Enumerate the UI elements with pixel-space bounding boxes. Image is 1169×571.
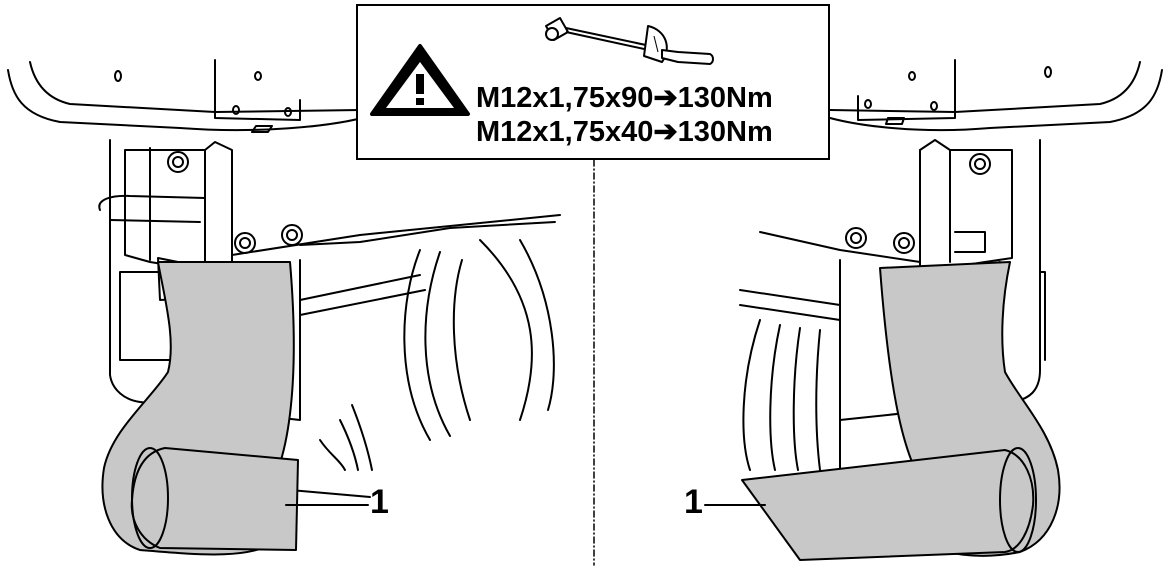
torque-spec-box: M12x1,75x90➔130Nm M12x1,75x40➔130Nm — [356, 4, 830, 160]
callout-label-right: 1 — [684, 483, 703, 521]
torque-wrench-icon — [545, 17, 714, 65]
left-bracket — [124, 141, 233, 271]
torque-spec-line-1: M12x1,75x90➔130Nm — [476, 82, 773, 114]
torque-spec-line-2: M12x1,75x40➔130Nm — [476, 116, 773, 148]
left-housing — [7, 69, 363, 132]
right-housing — [829, 69, 1163, 132]
callout-label-left: 1 — [370, 483, 389, 521]
bolt — [167, 151, 189, 173]
right-roller — [741, 449, 1035, 561]
left-view — [7, 59, 561, 556]
left-roller — [130, 447, 299, 551]
right-view — [704, 59, 1163, 561]
warning-triangle-icon — [370, 44, 470, 116]
